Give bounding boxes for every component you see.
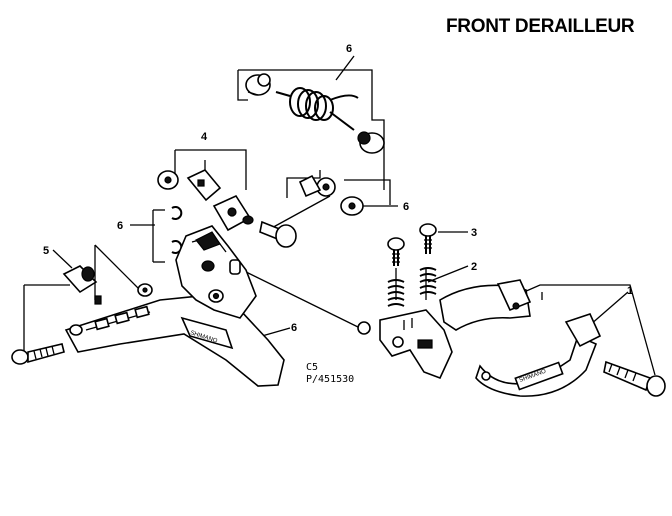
reference-code: C5 P/451530 — [306, 362, 354, 386]
reference-line-1: C5 — [306, 362, 319, 373]
callout-6-top: 6 — [346, 43, 352, 55]
spring-assembly — [245, 73, 385, 154]
pivot-hardware — [157, 169, 364, 248]
callout-1: 1 — [627, 285, 633, 297]
link-plate — [357, 309, 453, 380]
diagram-title: FRONT DERAILLEUR — [446, 16, 635, 37]
callout-6-left: 6 — [117, 220, 123, 232]
callout-5: 5 — [43, 245, 49, 257]
callout-3: 3 — [471, 227, 477, 239]
torsion-spring — [275, 87, 359, 131]
e-clips — [137, 206, 183, 297]
cage-bolt — [11, 343, 65, 365]
reference-line-2: P/451530 — [306, 374, 355, 385]
adjust-screws — [387, 223, 437, 307]
band-clamp: SHIMANO — [439, 279, 666, 397]
callout-6-mid: 6 — [403, 201, 409, 213]
callout-6-body: 6 — [291, 322, 297, 334]
bushing-5 — [62, 265, 102, 305]
callout-4: 4 — [201, 131, 208, 143]
derailleur-body: SHIMANO — [64, 225, 285, 387]
callouts: 6 4 6 6 5 3 2 1 6 — [43, 43, 633, 334]
callout-2: 2 — [471, 261, 477, 273]
